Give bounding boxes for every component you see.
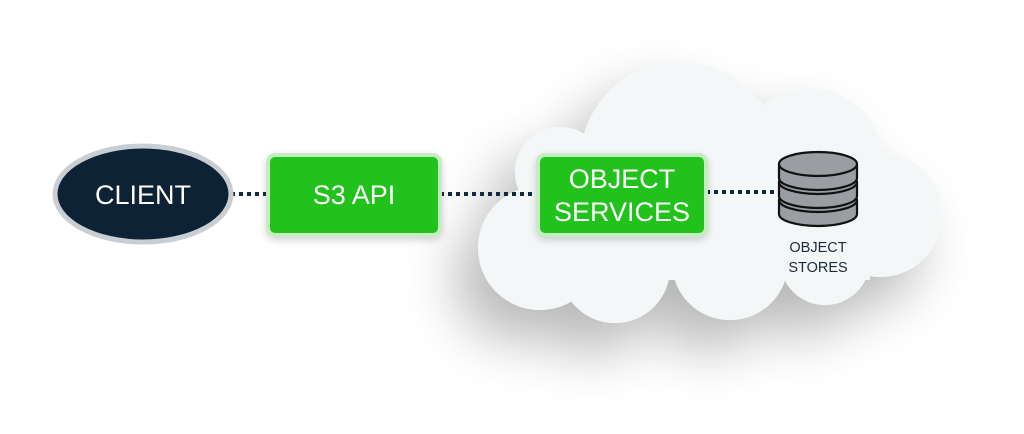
object-services-node: OBJECT SERVICES [536, 153, 708, 237]
client-label: CLIENT [95, 180, 191, 210]
database-icon [777, 150, 859, 228]
client-node: CLIENT [52, 143, 234, 245]
object-stores-label-line1: OBJECT [789, 240, 846, 256]
object-services-label-line2: SERVICES [554, 197, 690, 227]
s3-api-label: S3 API [313, 180, 396, 210]
object-stores-label: OBJECT STORES [788, 240, 847, 276]
s3-api-node: S3 API [266, 153, 442, 237]
object-services-label-line1: OBJECT [569, 164, 676, 194]
connectors [231, 190, 776, 196]
object-stores-label-line2: STORES [788, 260, 847, 276]
